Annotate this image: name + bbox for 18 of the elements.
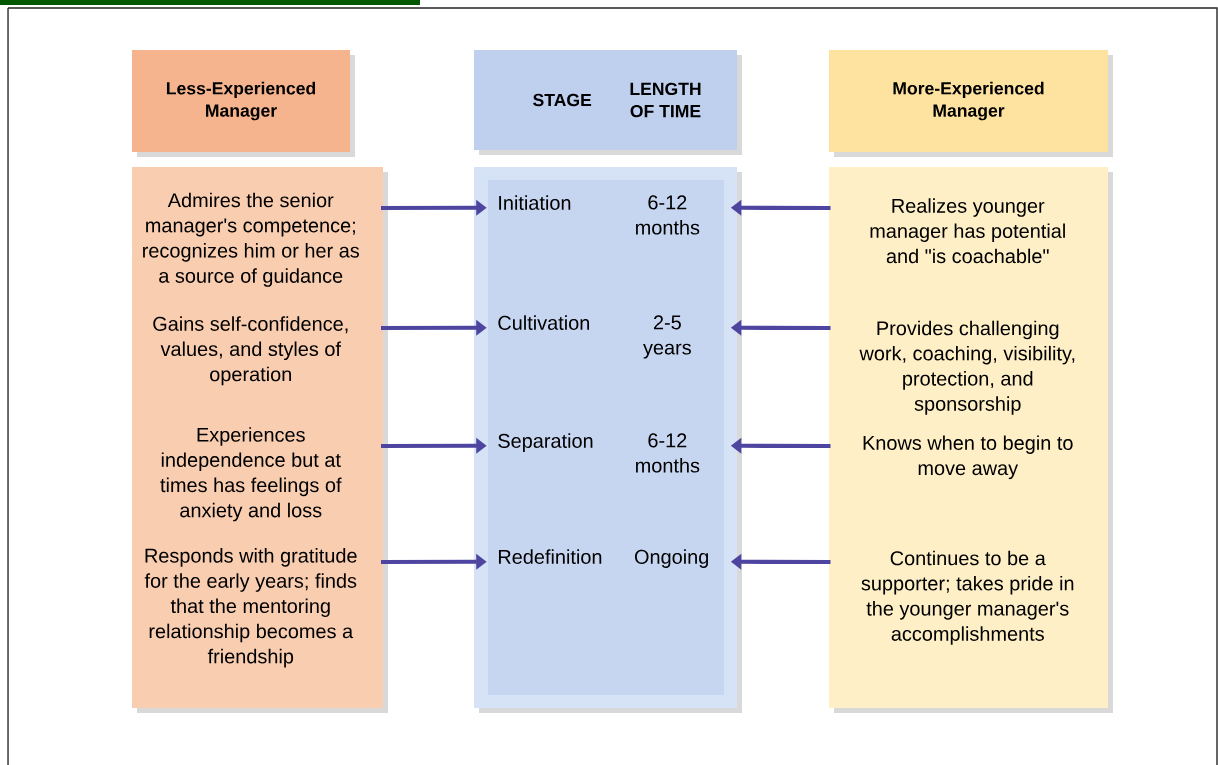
description-text: Admires the senior manager's competence; recognizes him or her as a source of guidance: [143, 192, 360, 287]
description-text: Experiences independence but at times has feelings of anxiety and loss: [160, 427, 342, 522]
column-header: Less-Experienced Manager: [132, 50, 355, 157]
description-text: Continues to be a supporter; takes pride in the younger manager's accomplishments: [861, 550, 1074, 645]
stage-entry: Separation 6-12 months: [498, 433, 700, 473]
column-panel: [474, 167, 742, 713]
description-text: Gains self-confidence, values, and styles of operation: [153, 316, 348, 386]
description-text: Responds with gratitude for the early years; finds that the mentoring relationship becomes a friendship: [144, 548, 357, 668]
description-text: Knows when to begin to move away: [863, 435, 1073, 480]
stage-entry: Initiation 6-12 months: [499, 195, 700, 235]
column-panel: [829, 167, 1113, 713]
stage-entry: Redefinition Ongoing: [499, 549, 708, 568]
column-panel: [132, 167, 388, 713]
column-header: STAGE LENGTH OF TIME: [474, 50, 742, 155]
column-header: More-Experienced Manager: [829, 50, 1113, 157]
description-text: Provides challenging work, coaching, visibility, protection, and sponsorship: [859, 320, 1075, 415]
description-text: Realizes younger manager has potential and "is coachable": [870, 198, 1065, 264]
stage-entry: Cultivation 2-5 years: [498, 315, 691, 359]
